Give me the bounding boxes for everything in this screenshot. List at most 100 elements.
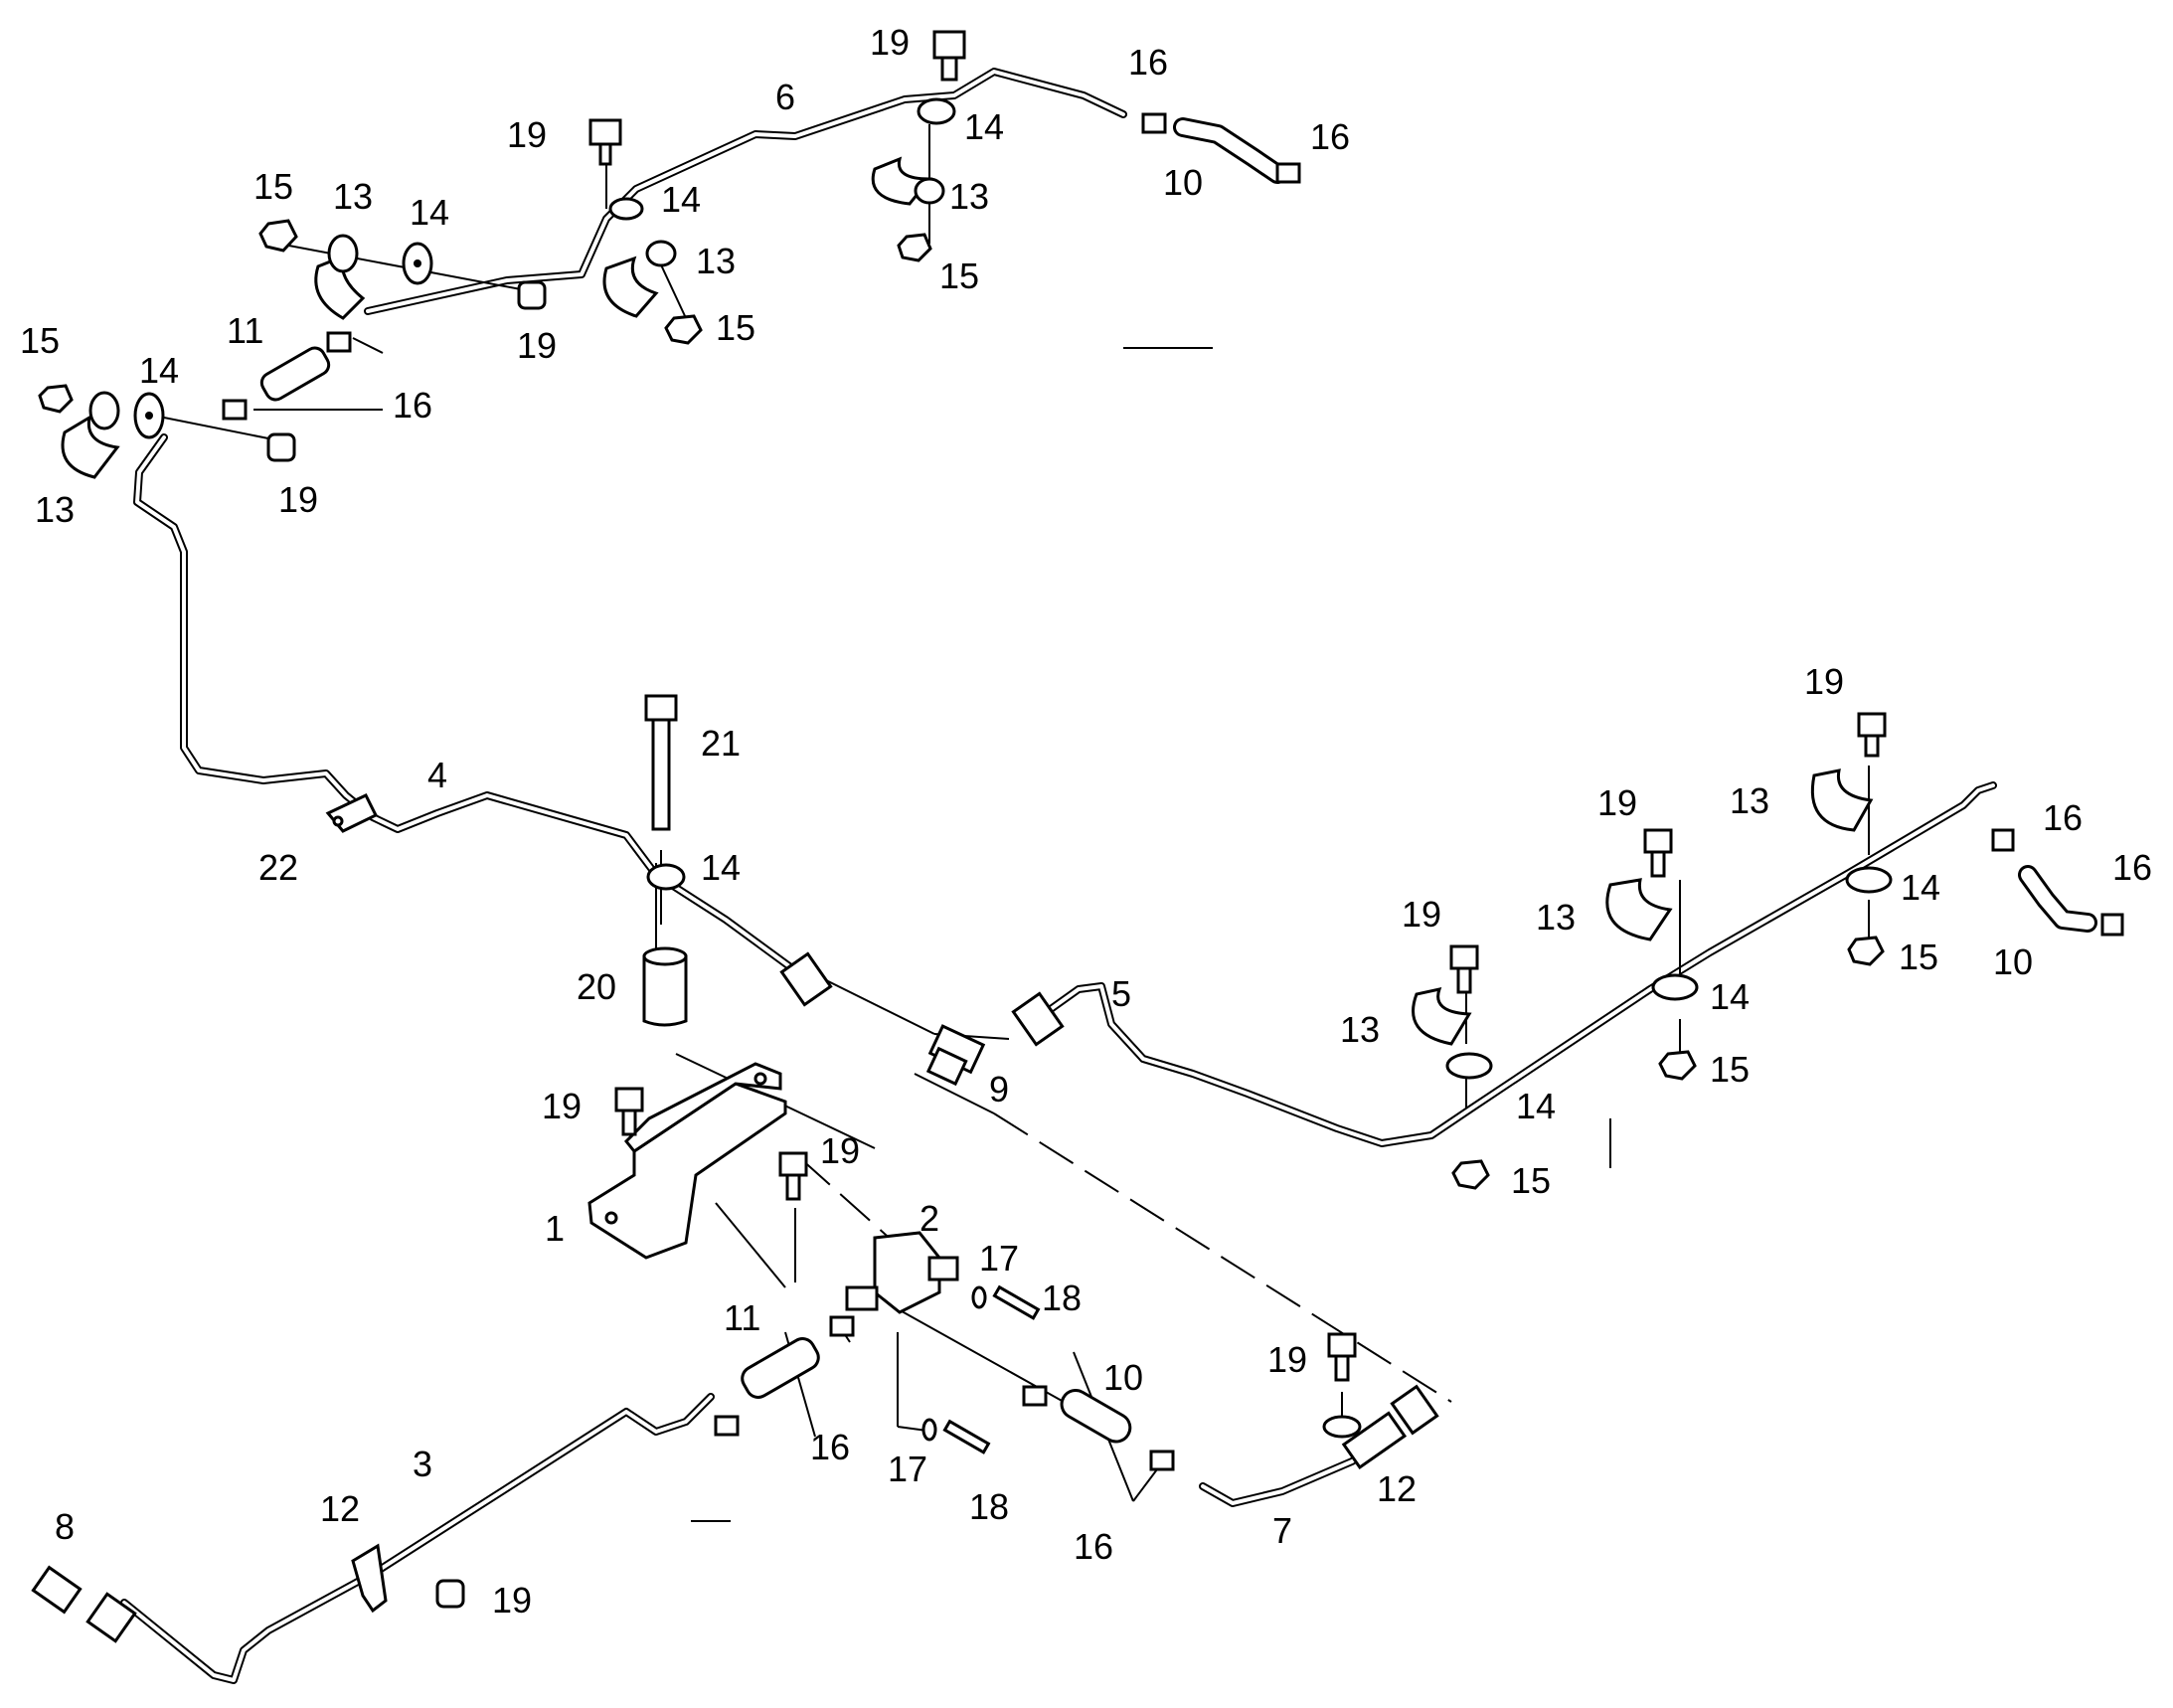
clamp-12-lower <box>351 1543 388 1614</box>
callout-9: 9 <box>989 1069 1009 1110</box>
washer-14-g <box>1651 973 1699 1001</box>
callout-10: 10 <box>1993 941 2033 982</box>
callout-14: 14 <box>1516 1086 1556 1126</box>
bracket-22 <box>325 793 379 833</box>
callout-19: 19 <box>1804 661 1844 702</box>
callout-15: 15 <box>1899 937 1938 977</box>
pipe-3 <box>120 1393 715 1684</box>
callout-12: 12 <box>1377 1468 1417 1509</box>
callout-13: 13 <box>333 176 373 217</box>
union-nut-4 <box>779 951 833 1007</box>
washer-17-b <box>921 1418 937 1442</box>
bolt-19-i <box>778 1151 808 1201</box>
callout-15: 15 <box>20 320 60 361</box>
callout-19: 19 <box>507 114 547 155</box>
callout-14: 14 <box>964 106 1004 147</box>
union-nut-5 <box>1011 991 1065 1047</box>
bolt-19-a <box>588 118 622 166</box>
callout-19: 19 <box>278 479 318 520</box>
clip-16-g <box>714 1415 740 1437</box>
callout-16: 16 <box>2043 797 2083 838</box>
clamp-13-a <box>314 234 366 320</box>
hose-10-upper <box>1173 117 1287 184</box>
bolt-19-j <box>1327 1332 1357 1382</box>
callout-13: 13 <box>35 489 75 530</box>
callout-16: 16 <box>1074 1526 1113 1567</box>
callout-7: 7 <box>1272 1510 1292 1551</box>
clamp-13-f <box>1605 878 1673 941</box>
callout-16: 16 <box>393 385 432 426</box>
callout-16: 16 <box>2112 847 2152 888</box>
washer-14-c <box>608 197 644 221</box>
callout-16: 16 <box>1128 42 1168 83</box>
bolt-19-f <box>1643 828 1673 878</box>
washer-14-f <box>1445 1052 1493 1080</box>
callout-12: 12 <box>320 1488 360 1529</box>
callout-14: 14 <box>1901 867 1940 908</box>
callout-19: 19 <box>1402 894 1441 935</box>
washer-14-h <box>1845 866 1893 894</box>
callout-15: 15 <box>716 307 755 348</box>
callout-17: 17 <box>979 1238 1019 1279</box>
callout-14: 14 <box>661 179 701 220</box>
callout-14: 14 <box>701 847 741 888</box>
callout-10: 10 <box>1163 162 1203 203</box>
callout-8: 8 <box>55 1506 75 1547</box>
callout-13: 13 <box>1340 1009 1380 1050</box>
nut-15-a <box>258 219 298 253</box>
callout-19: 19 <box>1267 1339 1307 1380</box>
fitting-8 <box>31 1565 137 1643</box>
bolt-18-b <box>942 1419 991 1454</box>
hose-10-right <box>2018 865 2097 933</box>
callout-11: 11 <box>227 310 263 351</box>
union-nut-12 <box>1341 1384 1439 1470</box>
callout-13: 13 <box>949 176 989 217</box>
callout-19: 19 <box>542 1086 582 1126</box>
bolt-19-g <box>1449 944 1479 994</box>
callout-19: 19 <box>517 325 557 366</box>
callout-1: 1 <box>545 1208 565 1249</box>
clip-16-b <box>222 399 248 421</box>
clip-16-j <box>1149 1450 1175 1471</box>
bolt-19-h <box>614 1087 644 1136</box>
callout-11: 11 <box>724 1297 760 1338</box>
callout-16: 16 <box>1310 116 1350 157</box>
callout-10: 10 <box>1103 1357 1143 1398</box>
washer-14-i <box>1322 1415 1362 1439</box>
washer-14-d <box>917 97 956 125</box>
callout-19: 19 <box>1597 782 1637 823</box>
spacer-20 <box>642 946 688 1027</box>
nut-15-f <box>1658 1050 1697 1081</box>
clamp-13-e <box>1412 986 1472 1046</box>
callout-17: 17 <box>888 1449 927 1489</box>
callout-15: 15 <box>253 166 293 207</box>
valve-2 <box>845 1231 959 1314</box>
callout-14: 14 <box>1710 976 1750 1017</box>
bolt-19-e <box>1857 712 1887 758</box>
clamp-13-g <box>1810 769 1874 832</box>
callout-20: 20 <box>577 966 616 1007</box>
clip-16-i <box>1022 1385 1048 1407</box>
callout-15: 15 <box>1710 1049 1750 1090</box>
callout-13: 13 <box>696 241 736 281</box>
bolt-19-c <box>517 280 547 310</box>
callout-2: 2 <box>919 1198 939 1239</box>
callout-5: 5 <box>1111 973 1131 1014</box>
clip-16-c <box>1141 112 1167 134</box>
callout-14: 14 <box>139 350 179 391</box>
callout-14: 14 <box>410 192 449 233</box>
callout-19: 19 <box>820 1130 860 1171</box>
callout-19: 19 <box>870 22 910 63</box>
callout-15: 15 <box>939 256 979 296</box>
nut-15-b <box>38 384 74 414</box>
clip-16-f <box>2100 913 2124 937</box>
clamp-13-b <box>602 240 677 318</box>
nut-15-e <box>1847 936 1885 966</box>
callout-3: 3 <box>413 1444 432 1484</box>
clip-16-e <box>1991 828 2015 852</box>
clamp-13-d <box>61 391 120 479</box>
callout-21: 21 <box>701 723 741 764</box>
nut-15-g <box>1451 1159 1490 1190</box>
nut-15-c <box>664 314 703 345</box>
nut-15-d <box>897 233 932 262</box>
